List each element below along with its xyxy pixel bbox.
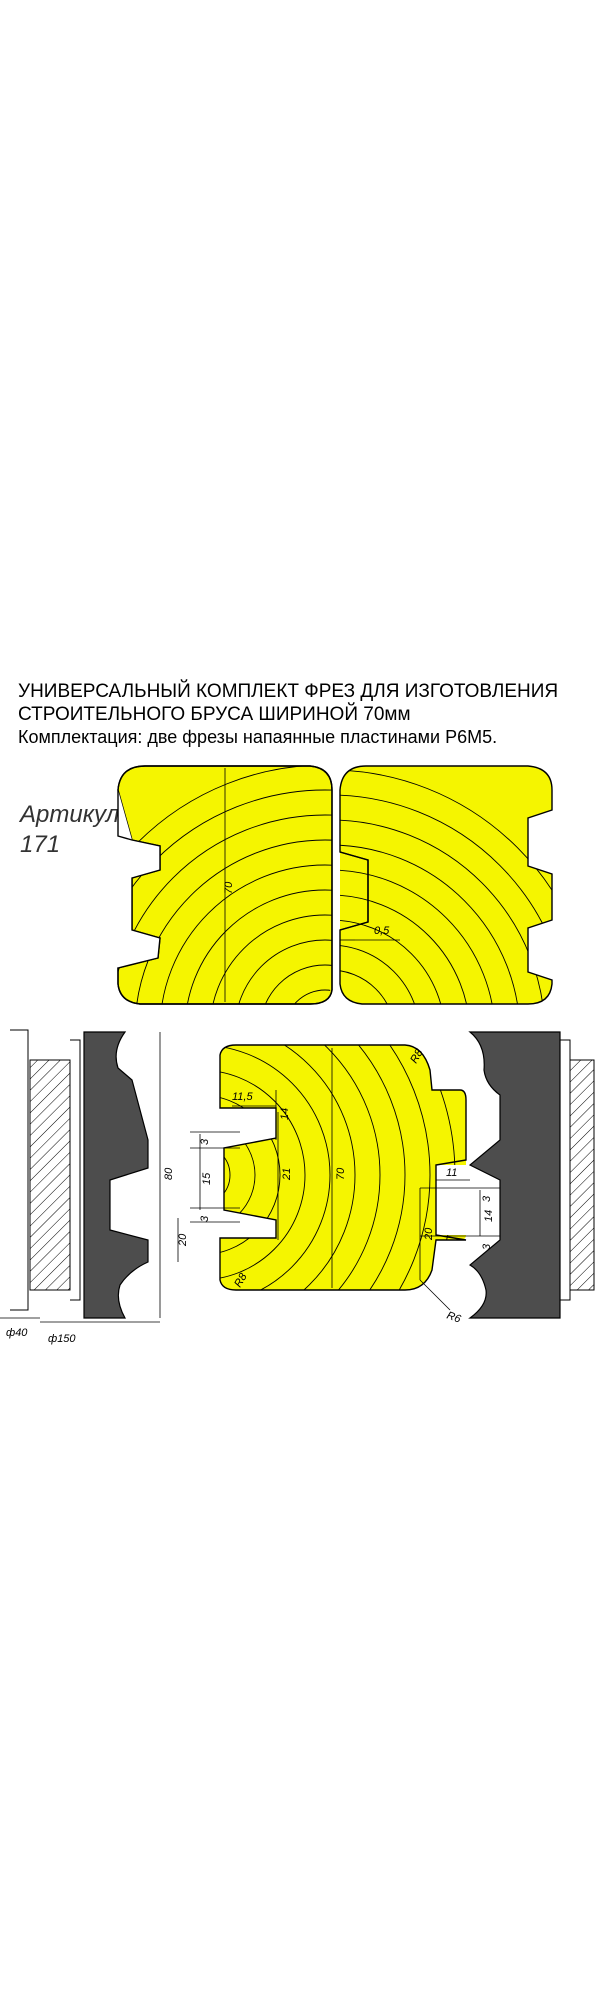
middle-profile: 11,5 14 3 15 3 21 70 R8 R8 11 3 14 20 3 …: [190, 1044, 500, 1326]
top-timber-right: [339, 765, 560, 1005]
dim-11-5: 11,5: [232, 1091, 253, 1103]
dim-outer-diameter: ф150: [48, 1333, 76, 1345]
dim-r6: R6: [445, 1310, 463, 1326]
dim-3a: 3: [199, 1138, 211, 1145]
left-cutter: 80 20 ф40 ф150: [0, 1029, 189, 1345]
dim-14: 14: [279, 1108, 291, 1120]
article-number: 171: [20, 831, 61, 858]
dim-right-3a: 3: [481, 1195, 493, 1202]
dim-right-14: 14: [483, 1210, 495, 1222]
dim-left-step: 20: [177, 1233, 189, 1247]
dim-top-gap: 0,5: [374, 925, 390, 937]
right-cutter: [468, 1031, 595, 1319]
top-dimensions: 70 0,5: [223, 768, 400, 1002]
cutter-body: [83, 1031, 149, 1319]
article-line-1: Артикул -: [20, 801, 134, 828]
dim-21: 21: [281, 1168, 293, 1181]
dim-left-height: 80: [163, 1167, 175, 1180]
dim-bore: ф40: [6, 1327, 28, 1339]
dim-right-3b: 3: [481, 1243, 493, 1250]
title-line-3: Комплектация: две фрезы напаянные пласти…: [18, 727, 498, 747]
title-line-1: УНИВЕРСАЛЬНЫЙ КОМПЛЕКТ ФРЕЗ ДЛЯ ИЗГОТОВЛ…: [18, 681, 559, 702]
cutter-body-right: [468, 1031, 561, 1319]
header-title: УНИВЕРСАЛЬНЫЙ КОМПЛЕКТ ФРЕЗ ДЛЯ ИЗГОТОВЛ…: [18, 680, 598, 749]
article-label: Артикул - 171: [20, 800, 180, 860]
title-line-2: СТРОИТЕЛЬНОГО БРУСА ШИРИНОЙ 70мм: [18, 704, 411, 725]
dim-top-height: 70: [223, 881, 235, 894]
dim-3b: 3: [199, 1215, 211, 1222]
dim-11: 11: [446, 1167, 457, 1179]
dim-right-20: 20: [423, 1227, 435, 1241]
dim-15: 15: [201, 1172, 213, 1185]
dim-70: 70: [335, 1167, 347, 1180]
